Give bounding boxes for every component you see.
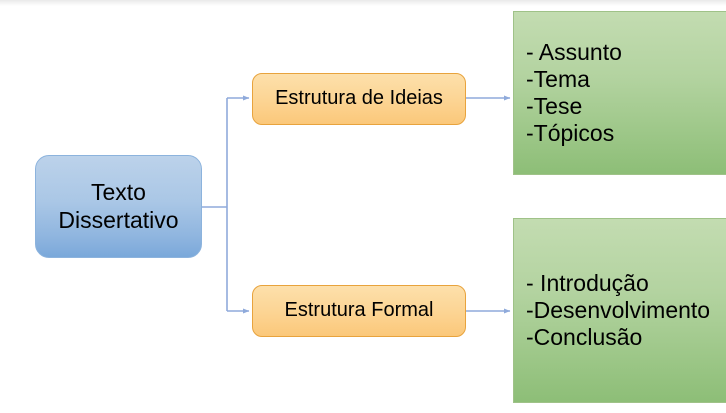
node-root-label-line2: Dissertativo: [58, 206, 179, 233]
connector-root-split: [202, 98, 228, 311]
list-item: -Desenvolvimento: [526, 296, 711, 323]
list-item: - Assunto: [526, 38, 622, 65]
node-estrutura-formal-label: Estrutura Formal: [284, 299, 434, 322]
slide-top-edge: [0, 0, 726, 6]
list-item: -Tese: [526, 93, 583, 119]
node-ideias-items[interactable]: - Assunto -Tema -Tese -Tópicos: [513, 11, 726, 175]
node-estrutura-formal[interactable]: Estrutura Formal: [252, 285, 466, 337]
formal-item-list: - Introdução -Desenvolvimento -Conclusão: [526, 270, 726, 351]
node-estrutura-de-ideias[interactable]: Estrutura de Ideias: [252, 73, 466, 125]
node-root-label: Texto Dissertativo: [58, 179, 178, 233]
ideias-item-list: - Assunto -Tema -Tese -Tópicos: [526, 39, 726, 148]
node-texto-dissertativo[interactable]: Texto Dissertativo: [35, 155, 202, 258]
list-item: - Introdução: [526, 269, 649, 296]
list-item: -Tópicos: [526, 120, 615, 147]
node-estrutura-de-ideias-label: Estrutura de Ideias: [275, 87, 443, 110]
node-formal-items[interactable]: - Introdução -Desenvolvimento -Conclusão: [513, 218, 726, 403]
list-item: -Conclusão: [526, 324, 643, 351]
node-root-label-line1: Texto: [91, 179, 146, 206]
list-item: -Tema: [526, 65, 590, 92]
